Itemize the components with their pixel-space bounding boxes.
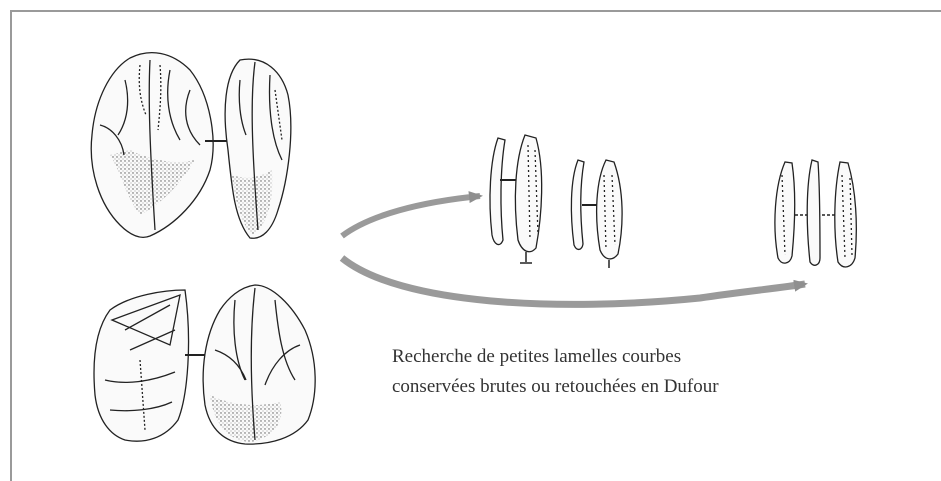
bladelet-pair-2 — [571, 160, 622, 268]
core-bottom-face-b — [203, 285, 315, 444]
lower-arrow — [342, 258, 805, 304]
caption: Recherche de petites lamelles courbes co… — [392, 342, 912, 402]
caption-line-2: conservées brutes ou retouchées en Dufou… — [392, 372, 912, 402]
core-top-face-a — [91, 53, 213, 238]
caption-line-1: Recherche de petites lamelles courbes — [392, 342, 912, 372]
core-top-face-b — [225, 59, 291, 238]
core-bottom-face-a — [94, 290, 189, 441]
bladelet-trio — [775, 160, 856, 267]
bladelet-pair-1 — [490, 135, 542, 263]
upper-arrow — [342, 196, 480, 236]
